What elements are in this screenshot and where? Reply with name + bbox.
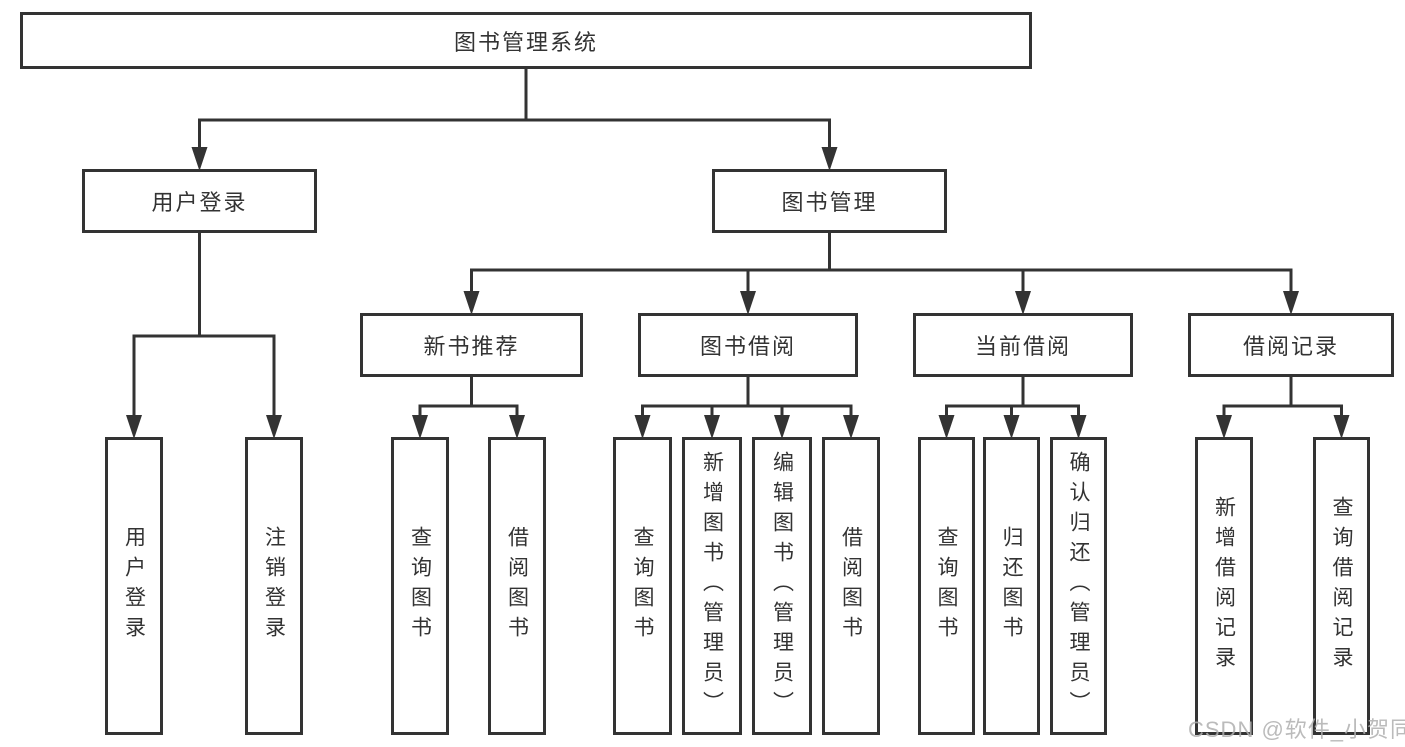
node-label: 注销登录 [262, 526, 286, 646]
node-leaf-br-add: 新增借阅记录 [1195, 437, 1253, 735]
node-label: 用户登录 [151, 190, 248, 215]
arrowhead [1333, 415, 1350, 439]
arrowhead [740, 291, 756, 315]
node-label: 借阅记录 [1242, 334, 1339, 359]
node-leaf-user-login: 用户登录 [105, 437, 163, 735]
arrowhead [634, 415, 651, 439]
node-leaf-nbr-borrow: 借阅图书 [488, 437, 546, 735]
arrowhead [938, 415, 955, 439]
arrowhead [1283, 291, 1299, 315]
node-label: 借阅图书 [839, 526, 863, 646]
arrowhead [821, 147, 838, 171]
arrowhead [1015, 291, 1031, 315]
arrowhead [704, 415, 720, 439]
arrowhead [266, 415, 282, 439]
node-root: 图书管理系统 [20, 12, 1032, 69]
node-leaf-bb-add: 新增图书（管理员） [682, 437, 742, 735]
node-leaf-cb-query: 查询图书 [918, 437, 975, 735]
node-label: 图书管理系统 [453, 29, 598, 55]
node-label: 新增图书（管理员） [700, 451, 724, 721]
node-label: 查询借阅记录 [1330, 496, 1353, 676]
node-user-login: 用户登录 [82, 169, 317, 233]
node-label: 编辑图书（管理员） [770, 451, 794, 721]
node-new-book-rec: 新书推荐 [360, 313, 583, 377]
node-leaf-bb-borrow: 借阅图书 [822, 437, 880, 735]
arrowhead [1003, 415, 1020, 439]
arrowhead [126, 415, 142, 439]
arrowhead [412, 415, 428, 439]
arrowhead [774, 415, 790, 439]
arrowhead [843, 415, 859, 439]
arrowhead [1216, 415, 1232, 439]
node-label: 归还图书 [1000, 526, 1023, 646]
node-label: 查询图书 [631, 526, 654, 646]
node-label: 用户登录 [122, 526, 146, 646]
node-label: 借阅图书 [505, 526, 529, 646]
node-label: 新增借阅记录 [1212, 496, 1236, 676]
node-borrow-record: 借阅记录 [1188, 313, 1394, 377]
arrowhead [1070, 415, 1087, 439]
node-label: 图书借阅 [699, 334, 796, 359]
node-current-borrow: 当前借阅 [913, 313, 1133, 377]
node-leaf-nbr-query: 查询图书 [391, 437, 449, 735]
node-label: 图书管理 [781, 190, 878, 215]
node-leaf-bb-edit: 编辑图书（管理员） [752, 437, 812, 735]
node-book-borrow: 图书借阅 [638, 313, 858, 377]
node-label: 确认归还（管理员） [1067, 451, 1090, 721]
node-book-mgmt: 图书管理 [712, 169, 947, 233]
node-leaf-cb-confirm: 确认归还（管理员） [1050, 437, 1107, 735]
arrowhead [191, 147, 208, 171]
node-leaf-bb-query: 查询图书 [613, 437, 672, 735]
node-leaf-cb-return: 归还图书 [983, 437, 1040, 735]
arrowhead [509, 415, 525, 439]
node-leaf-logout: 注销登录 [245, 437, 303, 735]
node-label: 查询图书 [408, 526, 432, 646]
node-label: 当前借阅 [974, 334, 1071, 359]
node-label: 新书推荐 [423, 334, 520, 359]
arrowhead [463, 291, 480, 315]
node-label: 查询图书 [935, 526, 958, 646]
node-leaf-br-query: 查询借阅记录 [1313, 437, 1370, 735]
